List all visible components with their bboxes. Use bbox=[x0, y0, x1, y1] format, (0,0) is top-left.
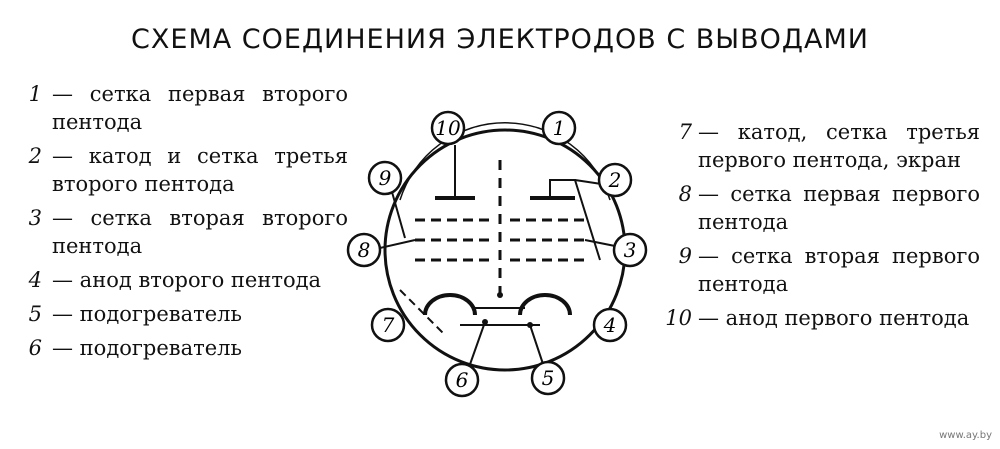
pin-description: — катод и сетка третья второго пентода bbox=[52, 144, 348, 196]
pin-number: 2 bbox=[28, 144, 42, 168]
pin-label: 6 bbox=[456, 368, 469, 392]
watermark: www.ay.by bbox=[939, 430, 992, 441]
legend-entry-4: 4 — анод второго пентода bbox=[28, 266, 348, 294]
pin-description: — сетка вторая первого пентода bbox=[698, 244, 980, 296]
pin-description: — сетка первая первого пентода bbox=[698, 182, 980, 234]
pin-label: 8 bbox=[358, 238, 371, 262]
legend-entry-8: 8 — сетка первая первого пентода bbox=[660, 180, 980, 236]
pin-7: 7 bbox=[370, 307, 406, 343]
pin-8: 8 bbox=[346, 232, 382, 268]
pin-1: 1 bbox=[541, 110, 577, 146]
lead-pin-6 bbox=[467, 321, 486, 371]
legend-entry-9: 9 — сетка вторая первого пентода bbox=[660, 242, 980, 298]
pin-description: — подогреватель bbox=[52, 336, 242, 360]
pin-description: — сетка первая второго пентода bbox=[52, 82, 348, 134]
pin-label: 10 bbox=[435, 116, 461, 140]
cathode-right bbox=[518, 293, 572, 316]
pin-number: 4 bbox=[28, 268, 42, 292]
lead-pin-7 bbox=[399, 289, 446, 336]
pin-label: 4 bbox=[603, 313, 617, 337]
pin-label: 7 bbox=[382, 313, 395, 337]
pin-number: 8 bbox=[678, 182, 692, 206]
pin-3: 3 bbox=[612, 232, 648, 268]
pin-10: 10 bbox=[430, 110, 466, 146]
pin-number: 1 bbox=[28, 82, 42, 106]
junction-dot bbox=[497, 292, 503, 298]
pin-number: 9 bbox=[678, 244, 692, 268]
legend-entry-2: 2 — катод и сетка третья второго пентода bbox=[28, 142, 348, 198]
pin-description: — катод, сетка третья первого пентода, э… bbox=[698, 120, 980, 172]
pin-label: 3 bbox=[624, 238, 637, 262]
pin-label: 5 bbox=[542, 366, 555, 390]
lead-pin-8 bbox=[379, 239, 416, 249]
pin-description: — подогреватель bbox=[52, 302, 242, 326]
legend-entry-3: 3 — сетка вторая второго пентода bbox=[28, 204, 348, 260]
pin-2: 2 bbox=[597, 162, 633, 198]
inner-boundary bbox=[399, 122, 611, 201]
pin-number: 5 bbox=[28, 302, 42, 326]
pin-number: 6 bbox=[28, 336, 42, 360]
tube-envelope bbox=[383, 128, 627, 372]
pin-5: 5 bbox=[530, 360, 566, 396]
pin-9: 9 bbox=[367, 160, 403, 196]
legend-entry-5: 5 — подогреватель bbox=[28, 300, 348, 328]
pin-label: 9 bbox=[379, 166, 392, 190]
legend-entry-6: 6 — подогреватель bbox=[28, 334, 348, 362]
legend-left: 1 — сетка первая второго пентода 2 — кат… bbox=[28, 80, 348, 368]
pin-label: 2 bbox=[608, 168, 622, 192]
legend-entry-1: 1 — сетка первая второго пентода bbox=[28, 80, 348, 136]
legend-entry-7: 7 — катод, сетка третья первого пентода,… bbox=[660, 118, 980, 174]
pin-label: 1 bbox=[553, 116, 566, 140]
anode-right-lead bbox=[549, 179, 601, 261]
lead-pin-9 bbox=[391, 191, 406, 239]
legend-right: 7 — катод, сетка третья первого пентода,… bbox=[660, 118, 980, 338]
cathode-left bbox=[423, 293, 477, 316]
pin-6: 6 bbox=[444, 362, 480, 398]
tube-pinout-diagram: 10 1 9 2 8 3 7 4 6 5 bbox=[346, 110, 648, 398]
pin-description: — анод первого пентода bbox=[698, 306, 970, 330]
pin-number: 3 bbox=[28, 206, 42, 230]
legend-entry-10: 10 — анод первого пентода bbox=[660, 304, 980, 332]
page-title: СХЕМА СОЕДИНЕНИЯ ЭЛЕКТРОДОВ С ВЫВОДАМИ bbox=[131, 24, 869, 55]
pin-description: — анод второго пентода bbox=[52, 268, 322, 292]
pin-number: 10 bbox=[665, 306, 692, 330]
pin-number: 7 bbox=[678, 120, 692, 144]
pin-4: 4 bbox=[592, 307, 628, 343]
pin-description: — сетка вторая второго пентода bbox=[52, 206, 348, 258]
